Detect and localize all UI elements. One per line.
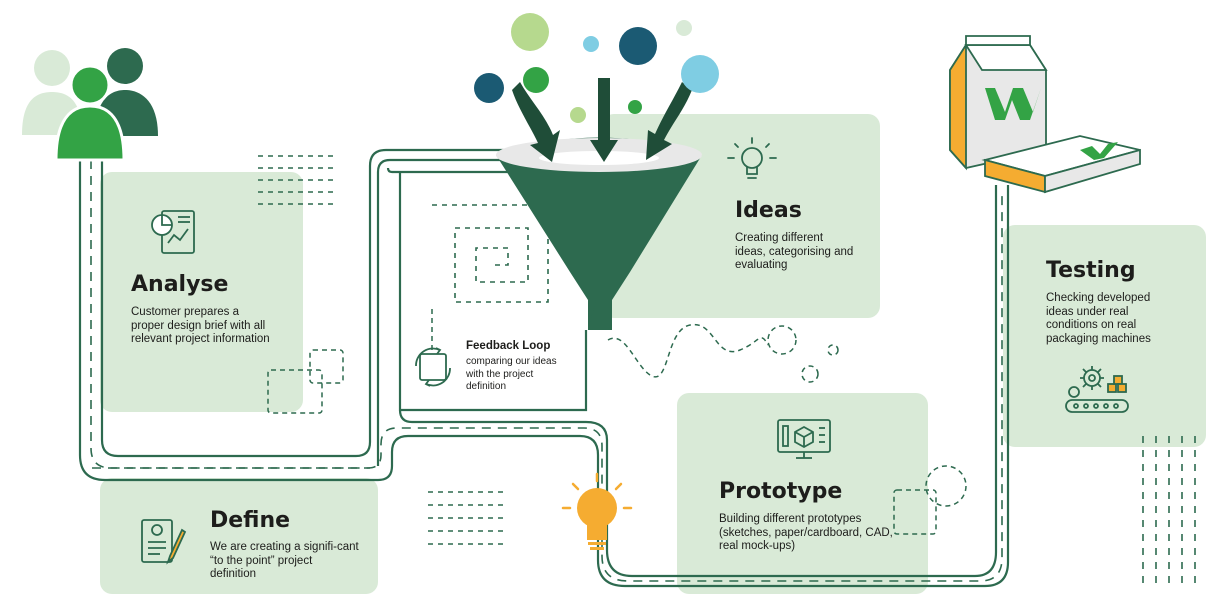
ideas-title: Ideas <box>735 198 802 223</box>
prototype-panel <box>677 393 928 594</box>
analyse-description: Customer prepares a proper design brief … <box>131 306 270 345</box>
testing-description: Checking developed ideas under real cond… <box>1046 292 1151 345</box>
dash-pattern-bottom-center <box>428 491 508 545</box>
feedback-loop-title: Feedback Loop <box>466 340 551 352</box>
monitor-cube-icon <box>777 419 831 459</box>
define-panel <box>100 478 378 594</box>
lightbulb-outline-icon <box>727 137 777 179</box>
funnel-icon <box>496 137 702 330</box>
testing-panel <box>1003 225 1206 447</box>
testing-title: Testing <box>1046 258 1136 283</box>
lightbulb-icon <box>561 472 633 550</box>
people-group-icon <box>22 48 158 162</box>
prototype-description: Building different prototypes (sketches,… <box>719 513 893 552</box>
funnel-arrows <box>512 78 692 162</box>
road-center-dashes <box>90 160 1003 582</box>
feedback-loop-description: comparing our ideas with the project def… <box>466 356 557 392</box>
refresh-loop-icon <box>415 347 451 387</box>
define-description: We are creating a signifi-cant “to the p… <box>210 541 359 580</box>
road-path <box>78 130 1010 588</box>
spiral-decoration <box>432 204 549 303</box>
document-pen-icon <box>141 519 187 565</box>
packaging-products-icon <box>949 35 1141 194</box>
prototype-title: Prototype <box>719 479 843 504</box>
dashed-shapes <box>267 308 967 535</box>
analyse-title: Analyse <box>131 272 229 297</box>
dash-pattern-right <box>1142 436 1196 590</box>
report-chart-icon <box>151 210 195 254</box>
ideas-description: Creating different ideas, categorising a… <box>735 232 854 271</box>
idea-bubbles <box>474 13 719 123</box>
define-title: Define <box>210 508 291 533</box>
dash-pattern-top-left <box>258 155 338 205</box>
analyse-panel <box>100 172 303 412</box>
gear-conveyor-icon <box>1065 366 1129 413</box>
